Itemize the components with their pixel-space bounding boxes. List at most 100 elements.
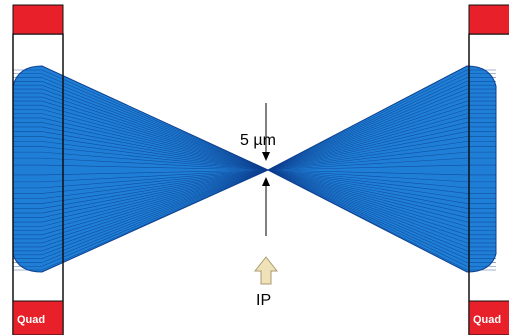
beam-ray — [267, 169, 496, 227]
marker-arrowhead-top — [262, 152, 270, 161]
beam-ray — [267, 169, 496, 256]
beam-ray — [13, 157, 269, 171]
beam-ray — [267, 169, 496, 240]
beam-ray — [267, 169, 496, 271]
beam-ray — [13, 141, 269, 171]
beam-ray — [13, 100, 269, 171]
beam-ray — [267, 169, 496, 209]
beam-ray — [13, 169, 269, 176]
quad-cap-bottom-right — [468, 300, 509, 335]
beam-ray — [13, 164, 269, 171]
beam-ray — [13, 169, 269, 189]
beam-ray — [13, 131, 269, 171]
beam-ray — [267, 92, 496, 171]
beam-ray — [13, 169, 269, 236]
beam-ray — [267, 151, 496, 171]
beam-ray — [13, 169, 269, 256]
beam-ray — [13, 169, 269, 231]
beam-ray — [267, 88, 496, 171]
beam-ray — [267, 169, 496, 231]
beam-ray — [267, 169, 496, 263]
beam-ray — [267, 169, 496, 176]
beam-ray — [267, 169, 496, 204]
beam-ray — [13, 169, 269, 214]
marker-arrowhead-bottom — [262, 177, 270, 186]
beam-ray — [267, 69, 496, 171]
beam-ray — [13, 146, 269, 171]
beam-ray — [13, 88, 269, 171]
beam-ray — [13, 84, 269, 171]
beam-ray — [13, 169, 269, 218]
beam-ray — [13, 81, 269, 171]
beam-ray — [267, 100, 496, 171]
beam-ray — [13, 169, 269, 248]
beam-ray — [267, 141, 496, 171]
beam-ray — [13, 126, 269, 171]
beam-ray — [13, 136, 269, 171]
beam-ray — [13, 169, 269, 240]
beam-ray — [267, 169, 496, 259]
beam-ray — [13, 151, 269, 171]
beam-ray — [13, 169, 269, 209]
ip-label: IP — [256, 292, 271, 309]
beam-ray — [13, 92, 269, 171]
beam-ray — [13, 73, 269, 171]
beam-ray — [13, 169, 269, 194]
beam-ray — [267, 122, 496, 171]
beam-ray — [13, 169, 269, 244]
beam-ray — [13, 169, 269, 267]
beam-ray — [13, 122, 269, 171]
beam-ray — [13, 113, 269, 171]
beam-ray — [267, 77, 496, 171]
beam-ray — [267, 164, 496, 171]
beam-ray — [267, 169, 496, 248]
beam-ray — [13, 169, 269, 183]
beam-envelope-left — [12, 65, 270, 273]
beam-ray — [267, 169, 496, 218]
beam-ray — [267, 169, 496, 189]
beam-ray — [267, 81, 496, 171]
beam-trajectories — [13, 69, 496, 271]
beam-ray — [13, 117, 269, 171]
beam-ray — [13, 169, 269, 199]
beam-ray — [267, 104, 496, 171]
beam-ray — [267, 113, 496, 171]
beam-ray — [13, 109, 269, 171]
quad-cap-top-left — [12, 4, 64, 35]
beam-ray — [267, 169, 496, 183]
beam-ray — [267, 157, 496, 171]
beam-ray — [13, 104, 269, 171]
spot-size-label: 5 µm — [240, 132, 276, 149]
beam-ray — [267, 169, 496, 252]
beam-envelope-right — [266, 65, 497, 273]
beam-ray — [267, 126, 496, 171]
beam-ray — [13, 169, 269, 271]
beam-ray — [267, 131, 496, 171]
quad-magnet-left: Quad — [12, 4, 64, 335]
beam-ray — [13, 96, 269, 171]
quad-magnet-right: Quad — [468, 4, 509, 335]
beam-ray — [267, 117, 496, 171]
beam-ray — [13, 169, 269, 204]
beam-ray — [13, 169, 269, 227]
beam-ray — [267, 73, 496, 171]
beam-ray — [267, 96, 496, 171]
beam-ray — [267, 109, 496, 171]
quad-cap-top-right — [468, 4, 509, 35]
quad-cap-bottom-left — [12, 300, 64, 335]
spot-size-marker — [262, 103, 270, 236]
beam-ray — [267, 169, 496, 267]
beam-ray — [13, 169, 269, 263]
beam-ray — [267, 169, 496, 223]
ip-arrow-icon — [253, 256, 279, 285]
beam-ray — [13, 77, 269, 171]
beam-ray — [267, 84, 496, 171]
beam-ray — [267, 169, 496, 244]
beam-ray — [267, 146, 496, 171]
beam-ray — [13, 69, 269, 171]
beam-ray — [267, 169, 496, 194]
beam-ray — [13, 169, 269, 223]
beam-ray — [267, 169, 496, 236]
beam-ray — [267, 169, 496, 199]
